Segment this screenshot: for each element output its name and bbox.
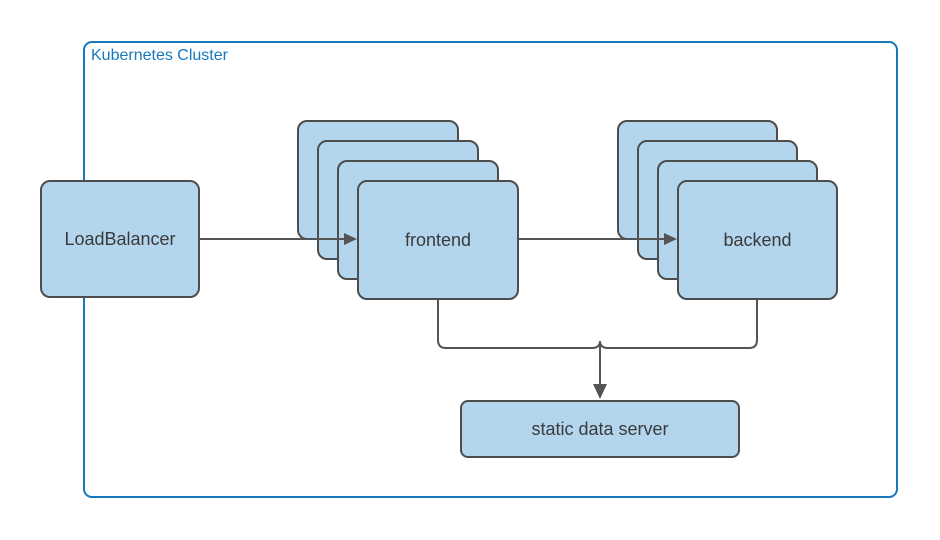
node-static-data-server-label: static data server [531, 418, 669, 439]
node-load-balancer: LoadBalancer [40, 180, 200, 298]
node-load-balancer-label: LoadBalancer [64, 228, 176, 249]
node-frontend: frontend [357, 180, 519, 300]
node-backend: backend [677, 180, 838, 300]
node-backend-label: backend [723, 229, 792, 250]
cluster-title: Kubernetes Cluster [91, 47, 228, 64]
node-frontend-label: frontend [404, 229, 472, 250]
node-static-data-server: static data server [460, 400, 740, 458]
